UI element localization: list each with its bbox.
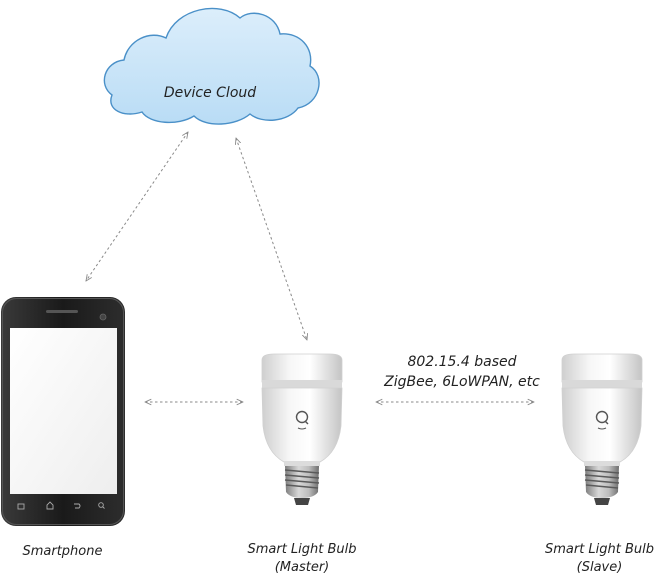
smartphone-nav-buttons <box>17 501 105 510</box>
menu-icon <box>17 503 25 510</box>
connectors <box>86 132 534 402</box>
master-bulb <box>261 353 343 506</box>
home-icon <box>46 501 54 510</box>
cloud-label: Device Cloud <box>163 85 257 101</box>
smartphone-screen <box>10 328 117 494</box>
smartphone <box>1 297 125 526</box>
smartphone-label: Smartphone <box>22 544 103 559</box>
slave-bulb-label-line-1: Smart Light Bulb <box>544 542 655 557</box>
back-icon <box>74 503 81 509</box>
protocol-line-1: 802.15.4 based <box>407 354 517 370</box>
cloud-phone-connector <box>86 132 188 281</box>
protocol-line-2: ZigBee, 6LoWPAN, etc <box>384 374 540 390</box>
slave-bulb-label-line-2: (Slave) <box>576 560 623 575</box>
search-icon <box>98 502 104 508</box>
cloud-master-connector <box>236 138 307 340</box>
protocol-label: 802.15.4 based ZigBee, 6LoWPAN, etc <box>372 352 552 392</box>
master-bulb-label-line-1: Smart Light Bulb <box>247 542 357 557</box>
master-bulb-label-line-2: (Master) <box>274 560 330 575</box>
master-bulb-label: Smart Light Bulb (Master) <box>232 541 372 577</box>
smartphone-speaker <box>46 310 78 313</box>
device-cloud <box>103 7 320 125</box>
slave-bulb-label: Smart Light Bulb (Slave) <box>534 541 665 577</box>
slave-bulb <box>561 353 643 506</box>
smartphone-camera <box>99 313 107 321</box>
